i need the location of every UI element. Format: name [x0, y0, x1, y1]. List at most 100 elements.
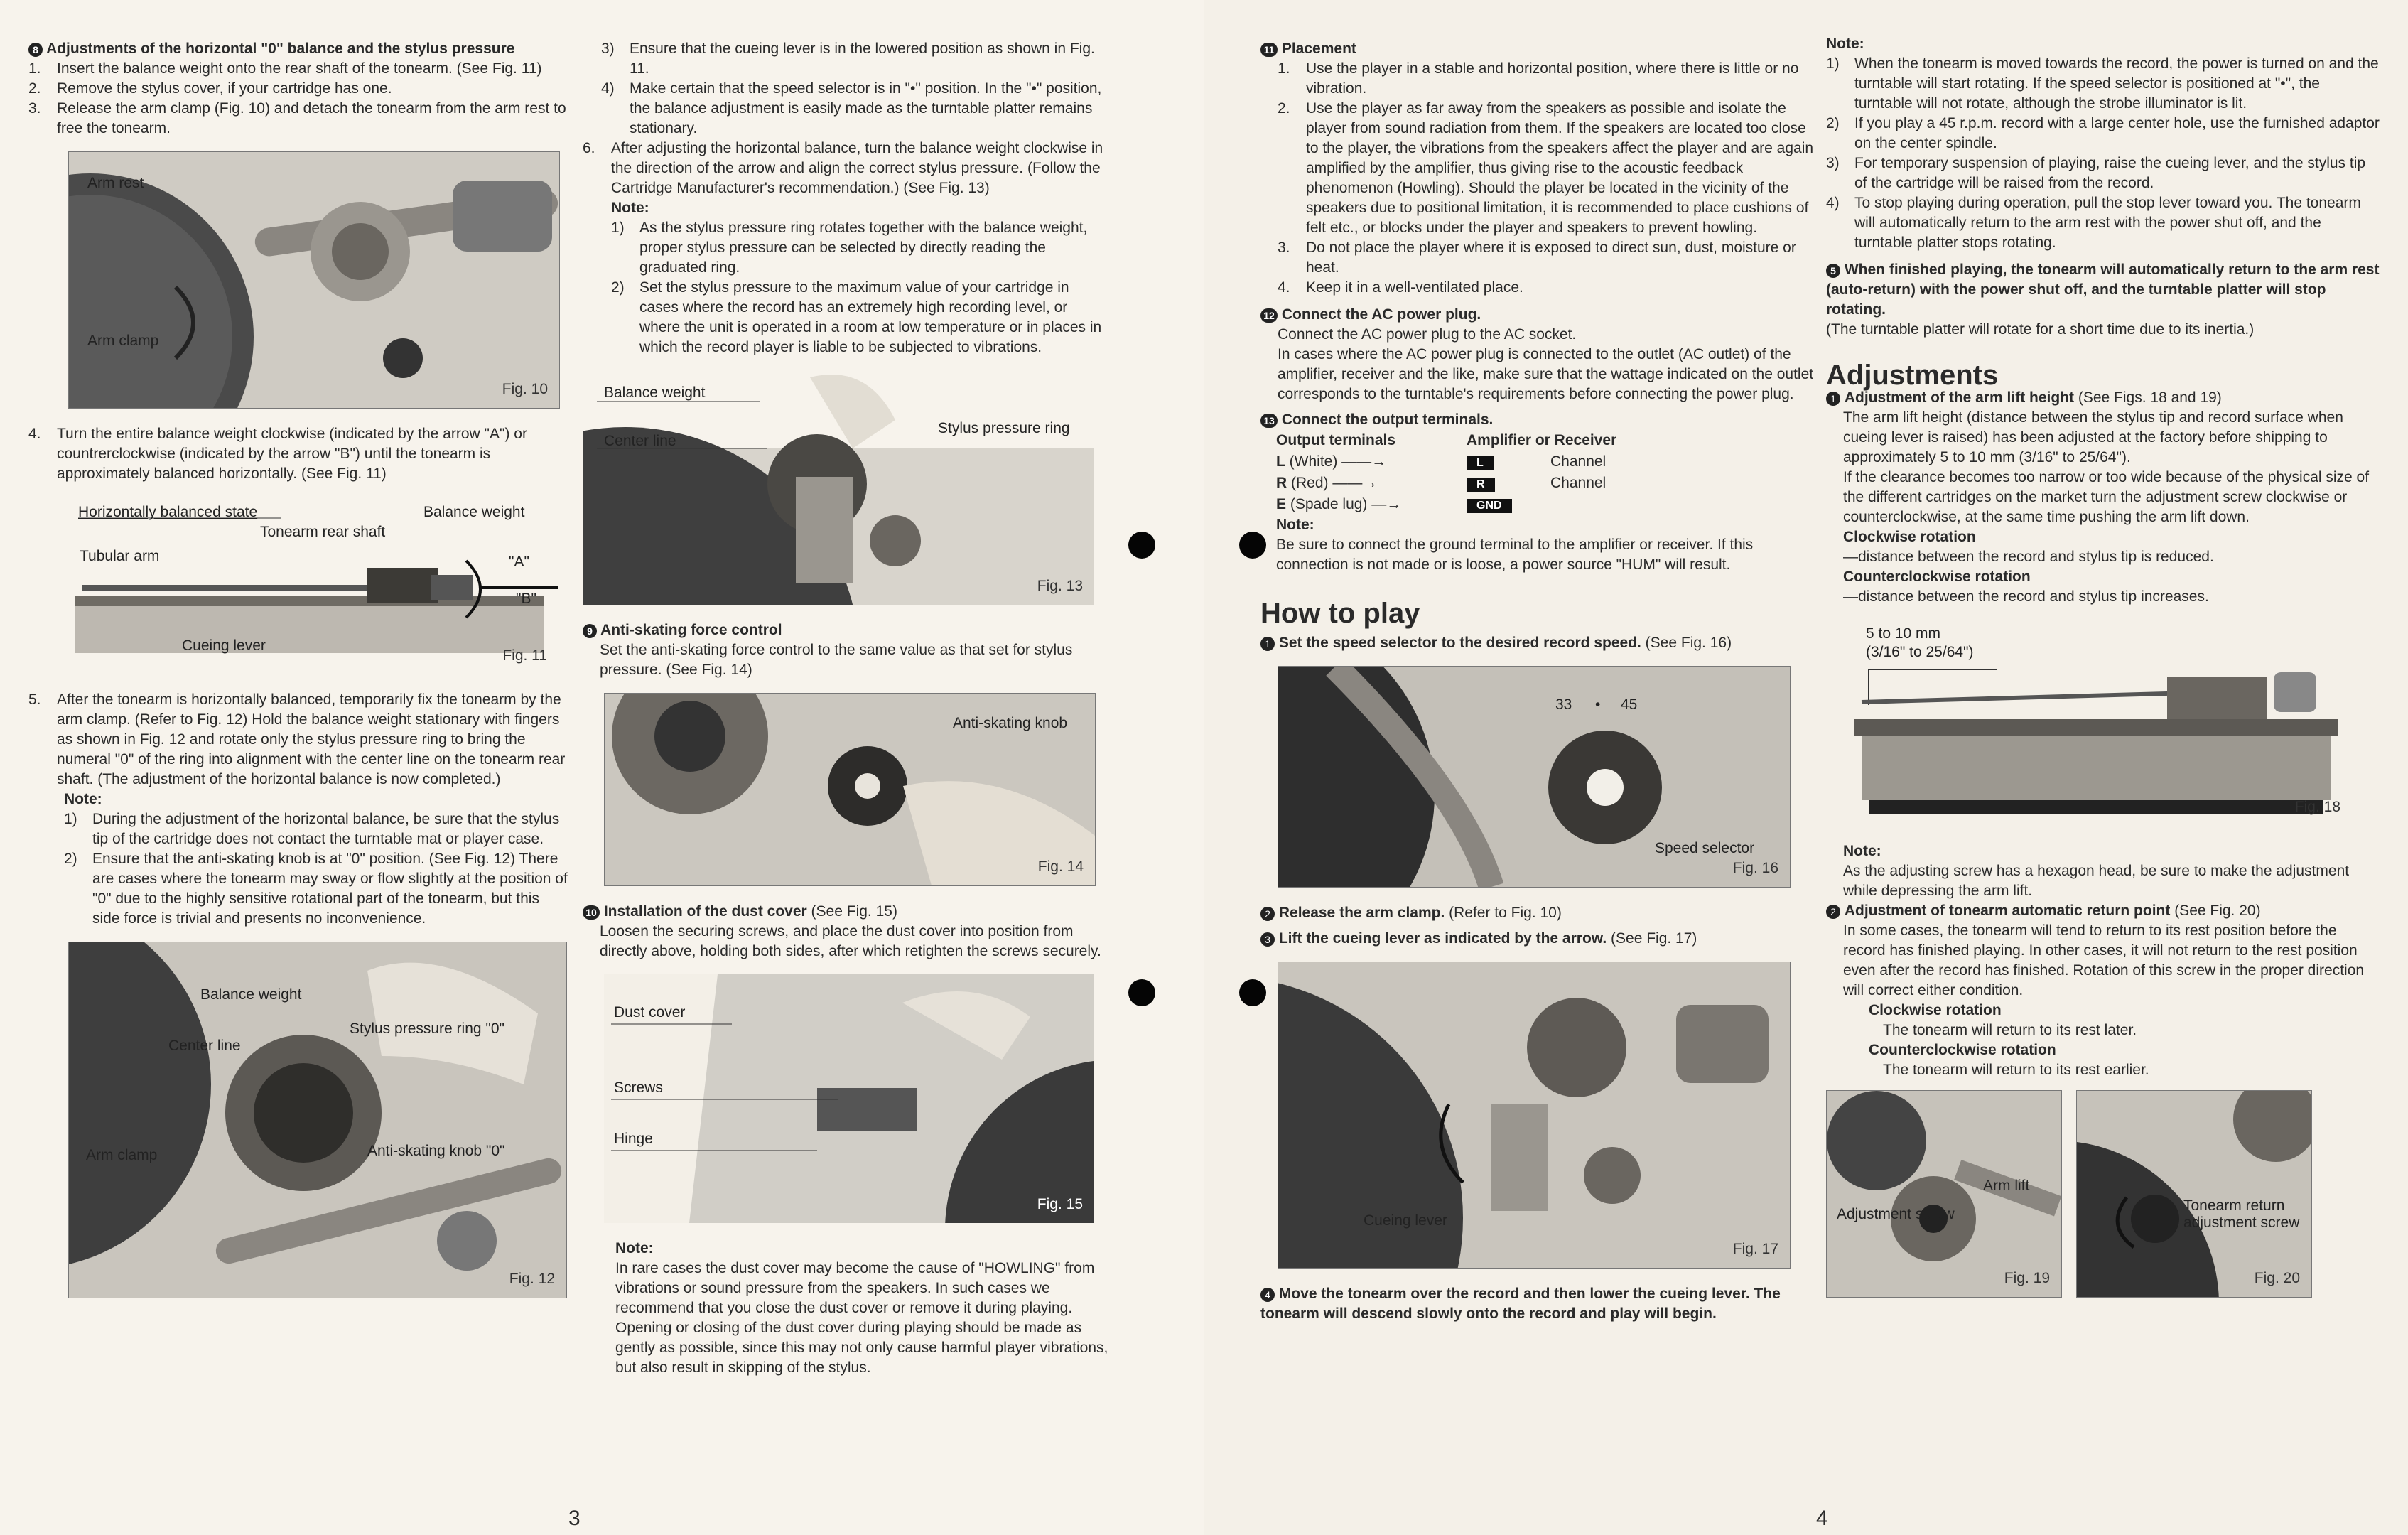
note-text: If you play a 45 r.p.m. record with a la… — [1854, 115, 2380, 151]
label-balance-weight: Balance weight — [200, 986, 302, 1003]
placement-list: 1.Use the player in a stable and horizon… — [1260, 59, 1815, 298]
section-number-badge: 13 — [1260, 414, 1278, 428]
step-number-badge: 3 — [1260, 932, 1275, 947]
column-header: Amplifier or Receiver — [1467, 432, 1617, 448]
section-10-title: Installation of the dust cover — [603, 903, 807, 920]
channel-label: Channel — [1550, 453, 1607, 470]
channel-label: Channel — [1550, 475, 1607, 491]
label-center-line: Center line — [168, 1038, 241, 1054]
note-label: Note: — [615, 1240, 654, 1256]
page-number: 4 — [1816, 1507, 1828, 1530]
list-item: 5.After the tonearm is horizontally bala… — [28, 690, 568, 790]
tonearm-balance-diagram — [75, 517, 558, 653]
clockwise-text: The tonearm will return to its rest late… — [1883, 1022, 2137, 1038]
page-4: 11 Placement 1.Use the player in a stabl… — [1204, 0, 2408, 1535]
step-text: Remove the stylus cover, if your cartrid… — [57, 80, 392, 97]
binder-hole — [1239, 532, 1266, 559]
note-text: During the adjustment of the horizontal … — [92, 811, 560, 847]
arm-lift-height-diagram — [1854, 669, 2338, 814]
list-item: 1) During the adjustment of the horizonta… — [28, 809, 568, 849]
arm-lift-screw-illustration — [1827, 1091, 2061, 1297]
play-step-3: 3 Lift the cueing lever as indicated by … — [1260, 929, 1815, 949]
anti-skating-knob-illustration — [605, 694, 1095, 885]
section-11-heading: 11 Placement — [1260, 39, 1815, 59]
section-12-title: Connect the AC power plug. — [1281, 306, 1481, 323]
section-8-heading: 8 Adjustments of the horizontal "0" bala… — [28, 39, 568, 59]
adjustment-text: If the clearance becomes too narrow or t… — [1843, 469, 2370, 525]
note-text: As the stylus pressure ring rotates toge… — [639, 220, 1088, 276]
column-header: Output terminals — [1276, 432, 1396, 448]
note-number: 1) — [64, 811, 77, 827]
section-12-text: Connect the AC power plug to the AC sock… — [1278, 326, 1577, 343]
play-step-2: 2 Release the arm clamp. (Refer to Fig. … — [1260, 903, 1815, 923]
adjustment-2-heading: 2 Adjustment of tonearm automatic return… — [1826, 901, 2380, 921]
label-arm-clamp: Arm clamp — [87, 333, 159, 349]
label-cueing-lever: Cueing lever — [1364, 1212, 1447, 1229]
table-row: E (Spade lug) —→ GND — [1276, 494, 1622, 515]
speed-selector-illustration — [1278, 667, 1790, 887]
figure-11: Horizontally balanced state Balance weig… — [68, 497, 558, 674]
steps-list: 1.Insert the balance weight onto the rea… — [28, 59, 568, 139]
figure-number: Fig. 19 — [2004, 1270, 2050, 1286]
play-step-ref: (See Fig. 16) — [1641, 635, 1732, 651]
figure-12: Balance weight Stylus pressure ring "0" … — [68, 942, 567, 1298]
list-item: 2.Use the player as far away from the sp… — [1278, 99, 1815, 238]
list-item: 2) Set the stylus pressure to the maximum… — [583, 278, 1108, 357]
list-item: 1)As the stylus pressure ring rotates to… — [583, 218, 1108, 278]
figure-number: Fig. 15 — [1037, 1196, 1083, 1212]
item-text: Use the player as far away from the spea… — [1306, 100, 1814, 236]
note-number: 2) — [611, 279, 625, 296]
channel-badge-cell: L — [1467, 451, 1550, 473]
section-number-badge: 9 — [583, 624, 597, 638]
adjustment-text: The arm lift height (distance between th… — [1843, 409, 2343, 465]
label-adjustment-screw: Adjustment screw — [1837, 1206, 1955, 1222]
section-12-text: In cases where the AC power plug is conn… — [1278, 346, 1814, 402]
figure-16: 33 • 45 Speed selector Fig. 16 — [1278, 666, 1791, 888]
step-text: Insert the balance weight onto the rear … — [57, 60, 542, 77]
section-number-badge: 10 — [583, 905, 600, 920]
step-text: Release the arm clamp (Fig. 10) and deta… — [57, 100, 566, 136]
clockwise-label: Clockwise rotation — [1869, 1002, 2002, 1018]
adjustment-text: In some cases, the tonearm will tend to … — [1843, 922, 2365, 998]
note-text: As the adjusting screw has a hexagon hea… — [1843, 863, 2350, 899]
note-number: 3) — [1826, 155, 1840, 171]
list-item: 2)Ensure that the anti-skating knob is a… — [28, 849, 568, 929]
item-number: 4. — [1278, 279, 1290, 296]
step-number: 3. — [28, 100, 41, 117]
figure-number: Fig. 18 — [2294, 799, 2340, 815]
figure-number: Fig. 12 — [509, 1271, 555, 1287]
counterclockwise-text: The tonearm will return to its rest earl… — [1883, 1062, 2149, 1078]
figure-13: Balance weight Center line Stylus pressu… — [583, 363, 1094, 605]
step-number: 3) — [601, 41, 615, 57]
figure-number: Fig. 13 — [1037, 578, 1083, 594]
terminal-cell: L (White) ——→ — [1276, 451, 1467, 473]
note-text: Set the stylus pressure to the maximum v… — [639, 279, 1102, 355]
item-text: Do not place the player where it is expo… — [1306, 239, 1796, 276]
figure-number: Fig. 17 — [1732, 1241, 1778, 1257]
note-number: 2) — [64, 851, 77, 867]
list-item: 3.Do not place the player where it is ex… — [1278, 238, 1815, 278]
label-arrow-a: "A" — [509, 554, 529, 570]
figure-17: Cueing lever Fig. 17 — [1278, 962, 1791, 1269]
step-number: 5. — [28, 691, 41, 708]
note-label: Note: — [1276, 517, 1314, 533]
play-step-title: Release the arm clamp. — [1278, 905, 1445, 921]
figure-20: Tonearm return adjustment screw Fig. 20 — [2076, 1090, 2312, 1298]
terminal-key: R — [1276, 475, 1287, 491]
terminal-desc: (Red) — [1287, 475, 1329, 491]
list-item: 3)For temporary suspension of playing, r… — [1826, 154, 2380, 193]
label-arm-clamp: Arm clamp — [86, 1147, 158, 1163]
list-item: 1.Use the player in a stable and horizon… — [1278, 59, 1815, 99]
section-number-badge: 8 — [28, 43, 43, 57]
note-text: When the tonearm is moved towards the re… — [1854, 55, 2379, 112]
step-text: Make certain that the speed selector is … — [630, 80, 1102, 136]
terminal-desc: (White) — [1285, 453, 1338, 470]
binder-hole — [1128, 532, 1155, 559]
label-anti-skating-knob: Anti-skating knob "0" — [367, 1143, 505, 1159]
channel-badge-cell: R — [1467, 473, 1550, 494]
section-9-title: Anti-skating force control — [600, 622, 782, 638]
step-number-badge: 2 — [1826, 905, 1840, 919]
how-to-play-heading: How to play — [1260, 598, 1420, 629]
label-arm-lift: Arm lift — [1983, 1178, 2030, 1194]
step-number-badge: 2 — [1260, 907, 1275, 921]
